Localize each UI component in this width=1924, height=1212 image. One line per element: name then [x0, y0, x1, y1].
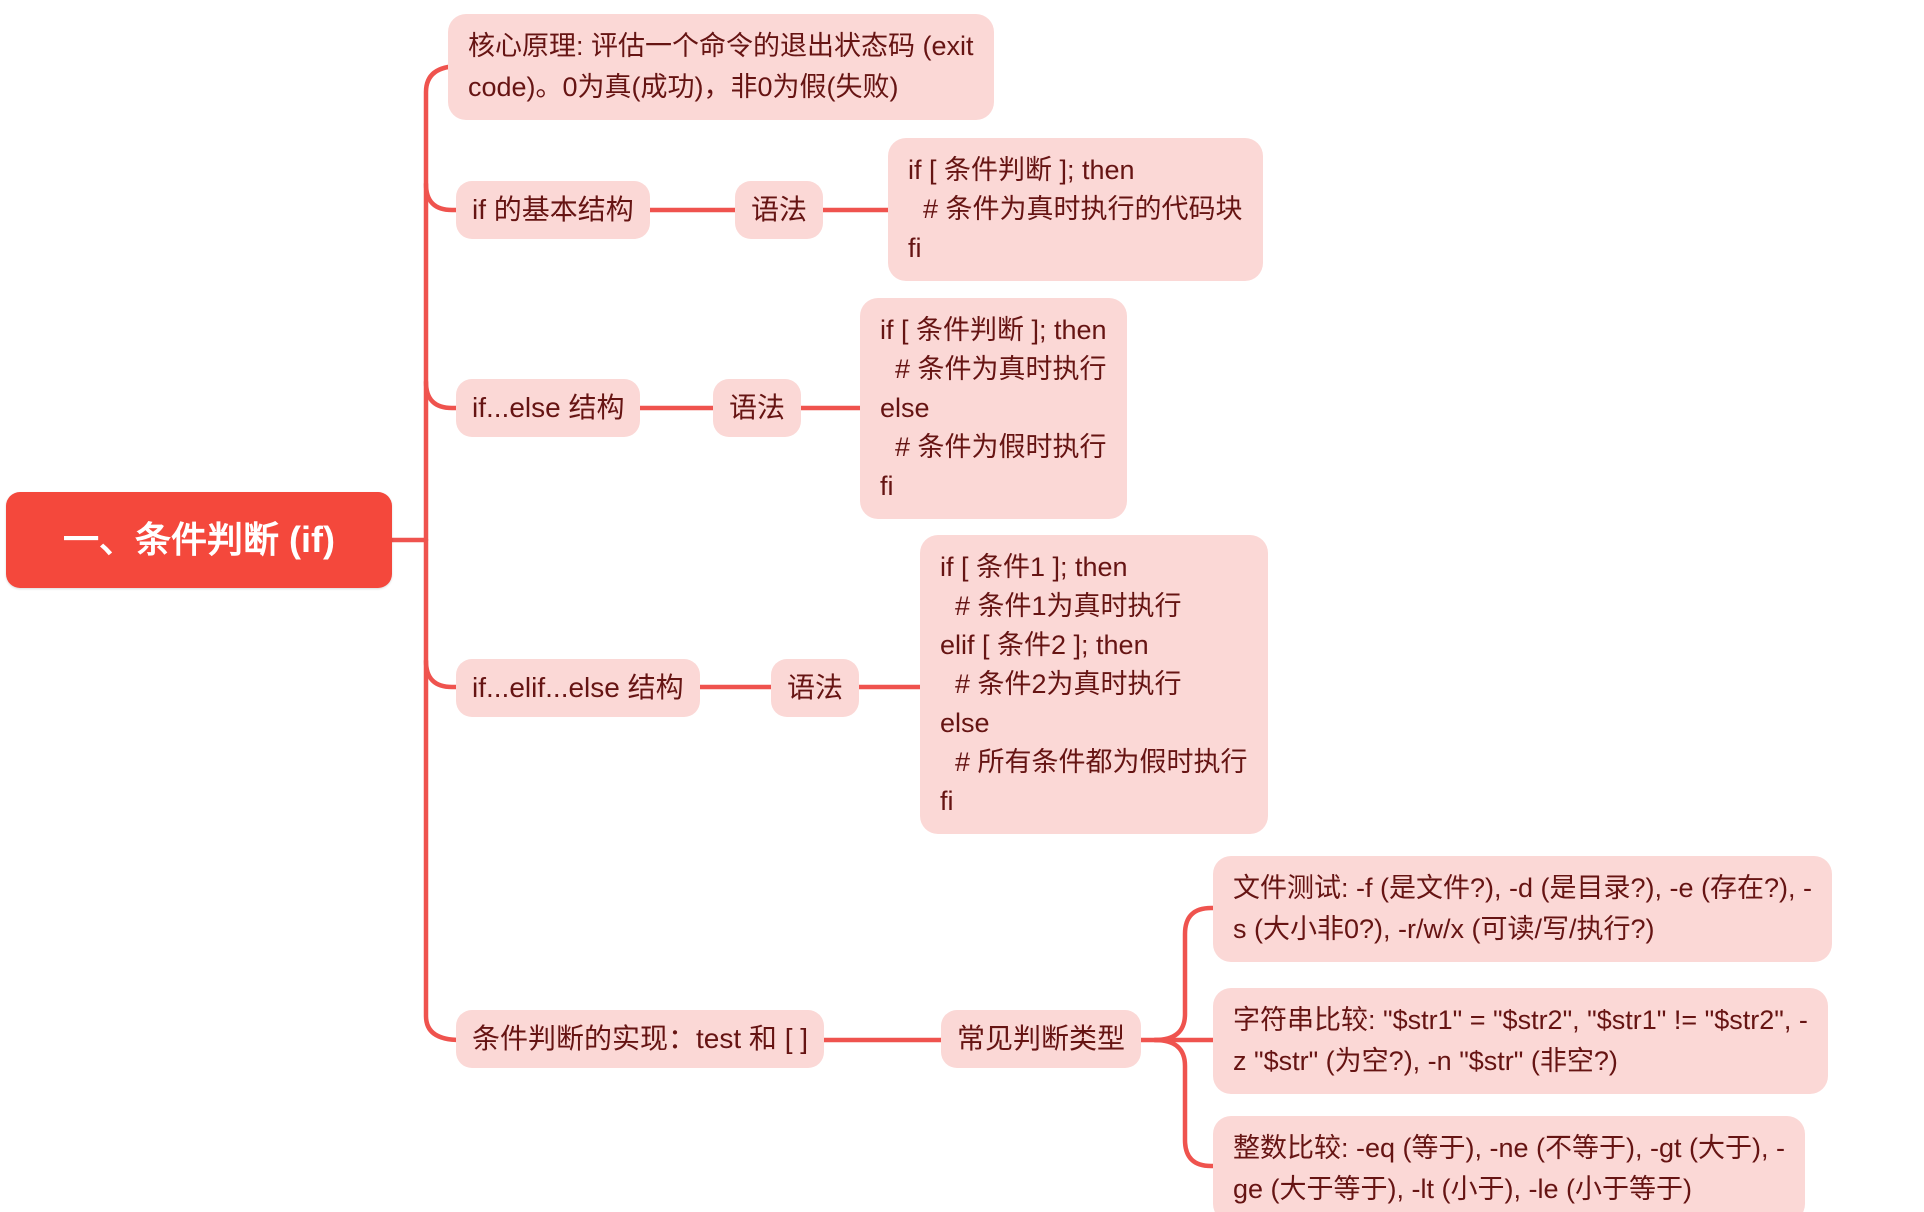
if-else-code-node[interactable]: if [ 条件判断 ]; then # 条件为真时执行 else # 条件为假时…: [860, 298, 1127, 519]
test-implementation-node[interactable]: 条件判断的实现：test 和 [ ]: [456, 1010, 825, 1068]
if-else-syntax-node[interactable]: 语法: [713, 379, 802, 437]
common-test-types-node[interactable]: 常见判断类型: [941, 1010, 1142, 1068]
basic-syntax-node[interactable]: 语法: [735, 181, 824, 239]
string-compare-leaf-node[interactable]: 字符串比较: "$str1" = "$str2", "$str1" != "$s…: [1213, 988, 1828, 1094]
basic-code-node[interactable]: if [ 条件判断 ]; then # 条件为真时执行的代码块 fi: [888, 138, 1263, 281]
basic-structure-node[interactable]: if 的基本结构: [456, 181, 650, 239]
principle-node[interactable]: 核心原理: 评估一个命令的退出状态码 (exit code)。0为真(成功)，非…: [448, 14, 994, 120]
root-node[interactable]: 一、条件判断 (if): [6, 492, 392, 588]
integer-compare-leaf-node[interactable]: 整数比较: -eq (等于), -ne (不等于), -gt (大于), - g…: [1213, 1116, 1806, 1212]
if-elif-else-syntax-node[interactable]: 语法: [771, 659, 860, 717]
if-elif-else-code-node[interactable]: if [ 条件1 ]; then # 条件1为真时执行 elif [ 条件2 ]…: [920, 535, 1268, 834]
file-test-leaf-node[interactable]: 文件测试: -f (是文件?), -d (是目录?), -e (存在?), - …: [1213, 856, 1833, 962]
if-elif-else-structure-node[interactable]: if...elif...else 结构: [456, 659, 700, 717]
if-else-structure-node[interactable]: if...else 结构: [456, 379, 641, 437]
